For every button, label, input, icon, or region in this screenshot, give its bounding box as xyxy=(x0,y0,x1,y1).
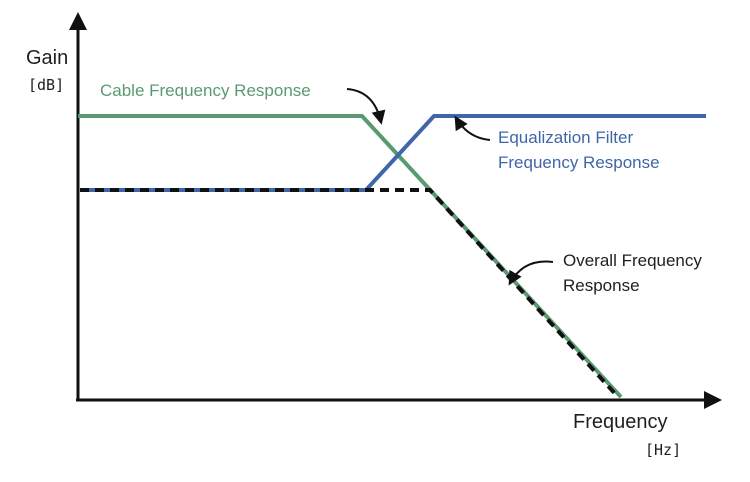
cable-response-label: Cable Frequency Response xyxy=(100,81,311,100)
x-axis-title: Frequency xyxy=(573,411,668,433)
equalizer-label-line-2: Frequency Response xyxy=(498,153,660,172)
equalizer-response-label: Equalization Filter Frequency Response xyxy=(498,128,660,172)
overall-response-label: Overall Frequency Response xyxy=(563,251,707,295)
x-axis-unit: [Hz] xyxy=(645,441,681,459)
cable-response-curve xyxy=(78,114,623,399)
x-axis-arrowhead xyxy=(704,391,722,409)
equalizer-label-line-1: Equalization Filter xyxy=(498,128,633,147)
overall-label-line-1: Overall Frequency xyxy=(563,251,702,270)
equalizer-callout-arrow xyxy=(454,115,491,141)
overall-label-line-2: Response xyxy=(563,276,640,295)
y-axis-unit: [dB] xyxy=(28,76,64,94)
y-axis-title: Gain xyxy=(26,47,68,69)
y-axis-arrowhead xyxy=(69,12,87,30)
overall-callout-arrow xyxy=(508,260,554,286)
overall-response-curve xyxy=(80,188,620,399)
cable-callout-arrow xyxy=(346,88,386,125)
